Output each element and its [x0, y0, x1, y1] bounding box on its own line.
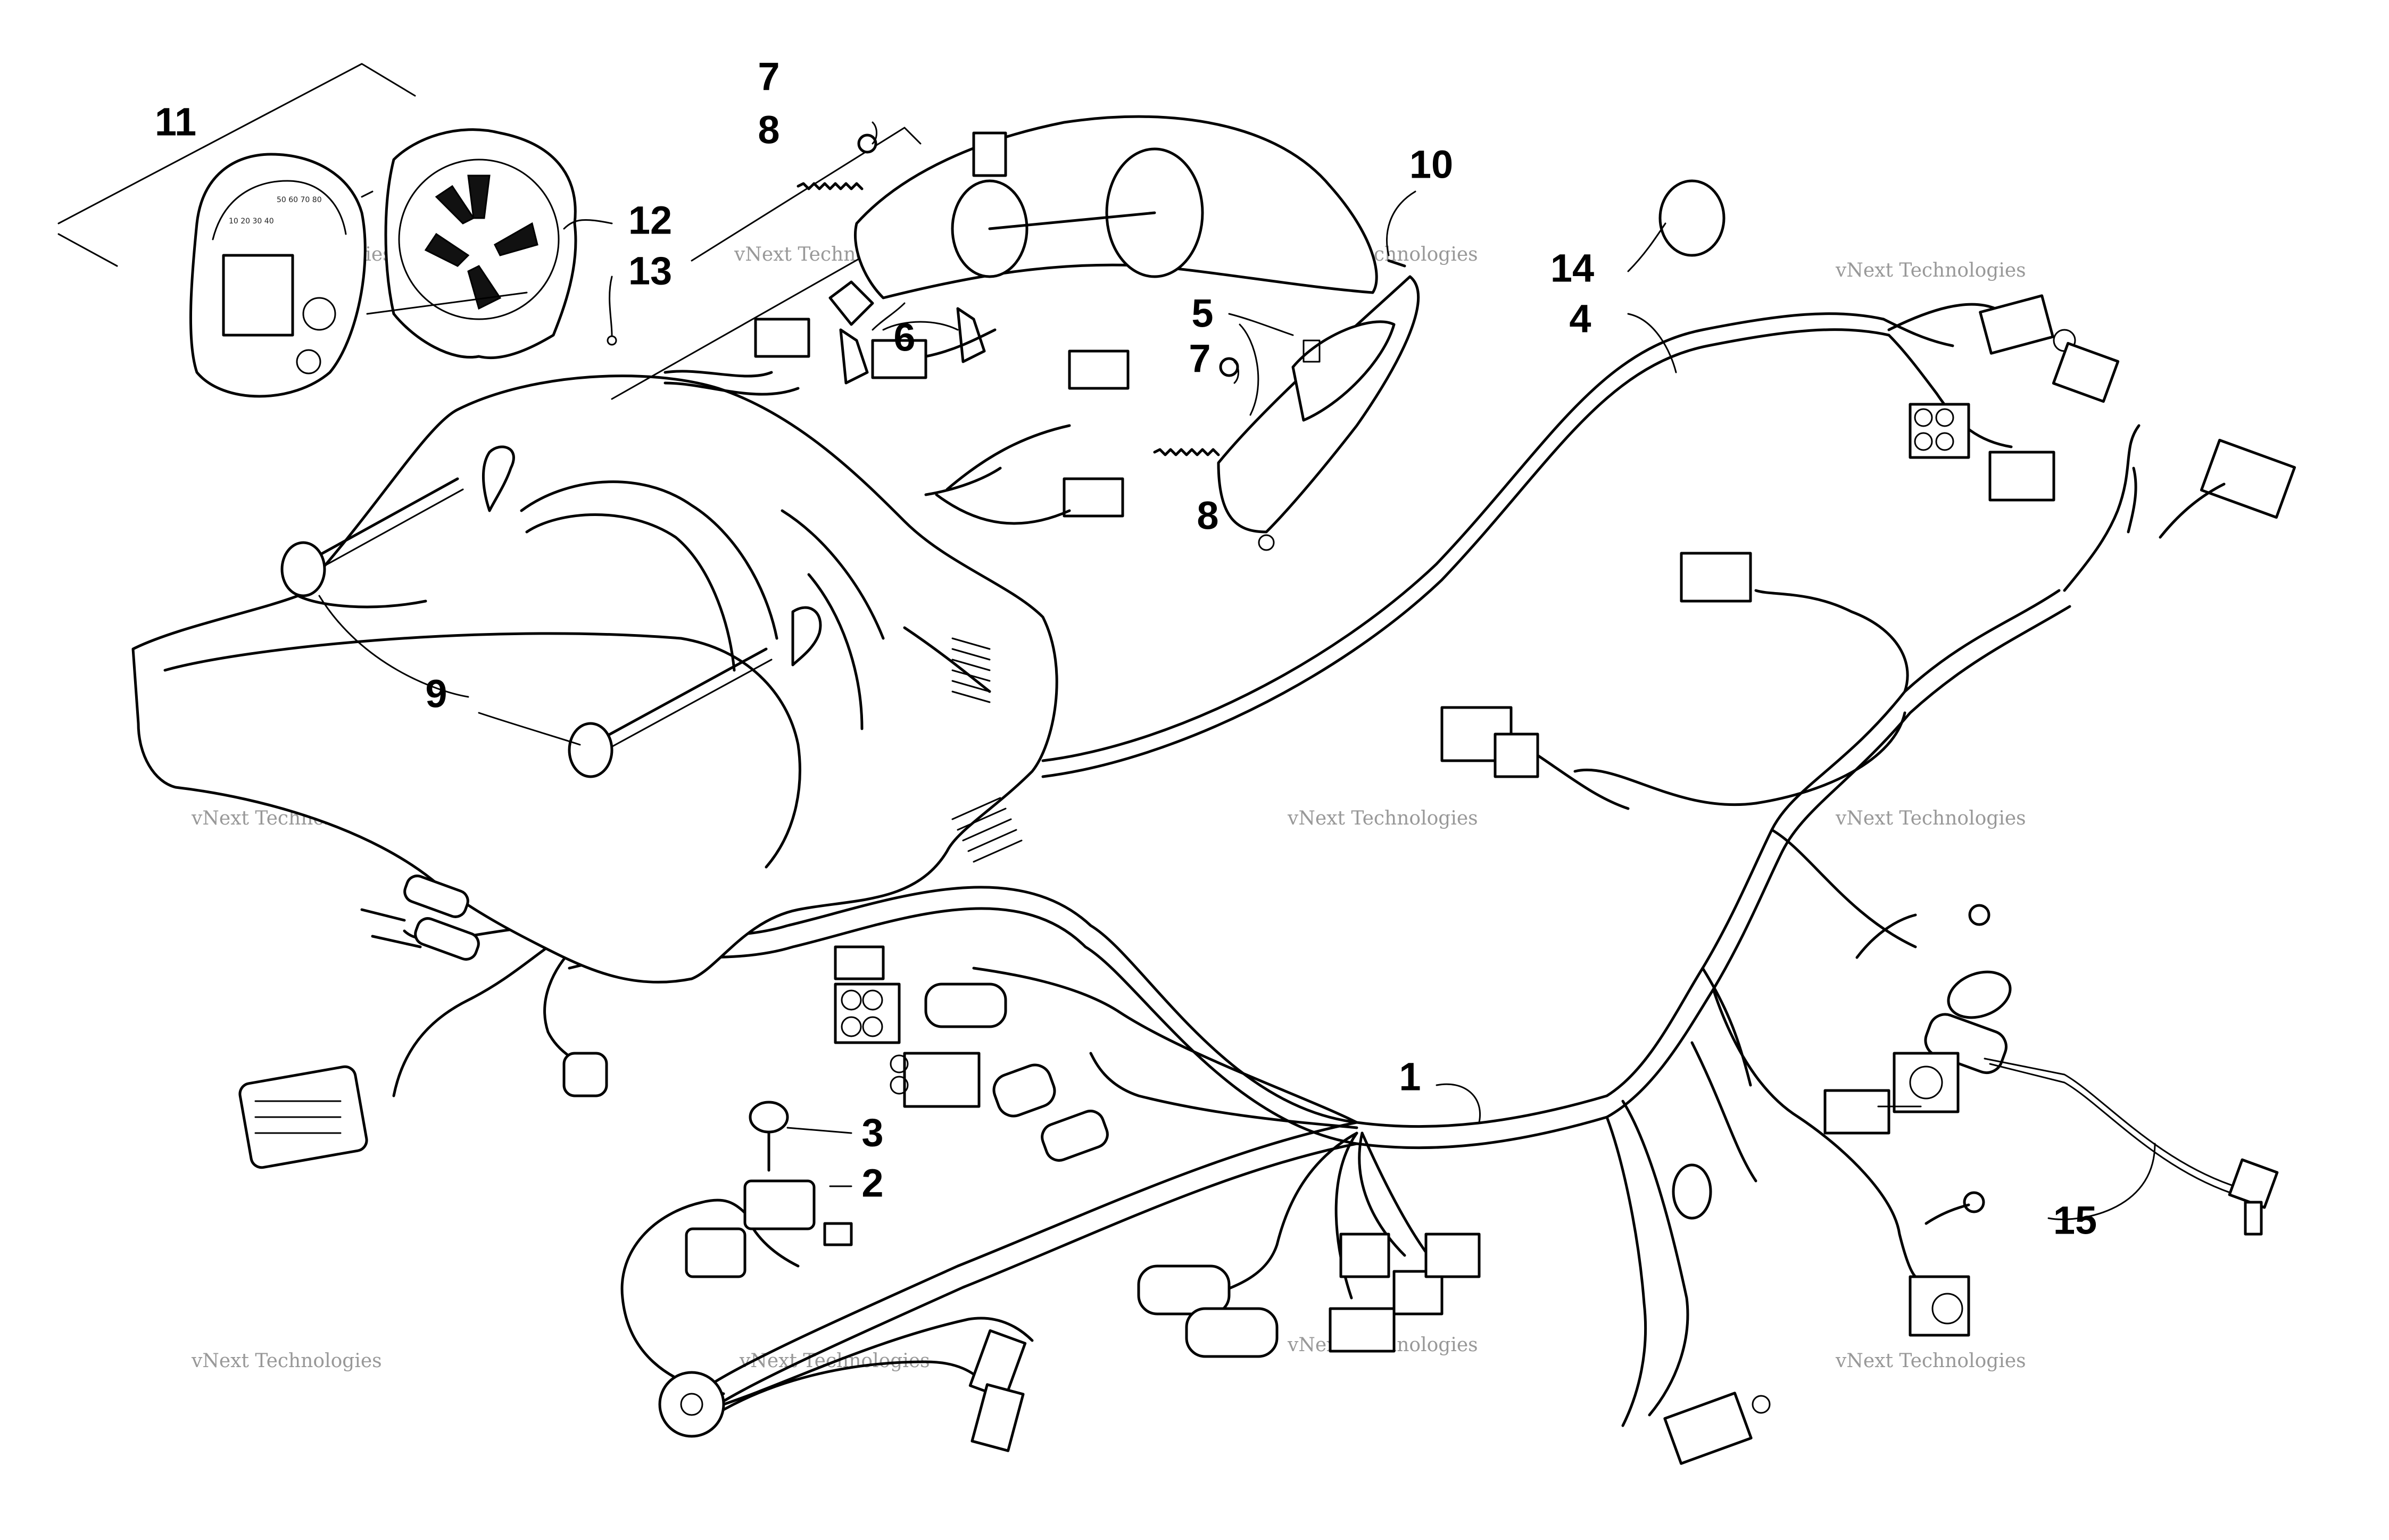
fuse: [823, 1222, 853, 1246]
callout-8-lower: 8: [1197, 494, 1218, 538]
fuse-holder: [743, 1179, 816, 1230]
watermark: vNext Technologies: [1287, 808, 1478, 829]
callout-13: 13: [628, 249, 672, 293]
gauge-assembly: 10 20 30 40 50 60 70 80: [57, 63, 617, 398]
spring-lower: [1153, 448, 1220, 456]
callout-6: 6: [893, 315, 915, 360]
knob-bolt-lower: [568, 647, 773, 778]
screw: [607, 335, 617, 346]
callout-2: 2: [861, 1161, 883, 1205]
watermark: vNext Technologies: [1835, 1350, 2026, 1372]
watermark-text: vNext Technologies: [1835, 260, 2026, 281]
callout-7-lower: 7: [1189, 337, 1210, 381]
callout-5: 5: [1191, 292, 1213, 336]
watermark: vNext Technologies: [191, 1350, 382, 1372]
connectors: [238, 179, 2296, 1465]
spring-upper: [797, 182, 864, 190]
callout-11: 11: [155, 100, 196, 144]
watermark-text: vNext Technologies: [1835, 1350, 2026, 1372]
svg-text:10 20 30 40: 10 20 30 40: [229, 217, 274, 226]
main-harness: [392, 303, 2141, 1427]
cap: [749, 1101, 789, 1134]
svg-text:50 60 70 80: 50 60 70 80: [277, 196, 322, 204]
gauge-housing: [384, 128, 577, 360]
callout-10: 10: [1409, 143, 1453, 187]
callout-3: 3: [861, 1111, 883, 1155]
nut: [857, 134, 877, 154]
callout-4: 4: [1569, 297, 1591, 341]
watermark-text: vNext Technologies: [1835, 808, 2026, 829]
callout-14: 14: [1550, 246, 1594, 290]
callout-8-upper: 8: [758, 108, 779, 152]
watermark-text: vNext Technologies: [1287, 808, 1478, 829]
callout-15: 15: [2053, 1198, 2097, 1243]
callouts: 1 2 3 4 5 6 7 7 8 8 9 10 11 12 13 14 15: [155, 55, 2097, 1243]
dash-panel: [131, 374, 1058, 984]
clamp-ring: [1658, 179, 1726, 257]
callout-1: 1: [1399, 1055, 1421, 1099]
callout-7-upper: 7: [758, 55, 779, 99]
knob-bolt-upper: [280, 477, 464, 597]
callout-9: 9: [425, 672, 447, 716]
watermark-text: vNext Technologies: [191, 1350, 382, 1372]
callout-12: 12: [628, 198, 672, 243]
speedometer: 10 20 30 40 50 60 70 80: [189, 153, 367, 398]
watermark: vNext Technologies: [1835, 260, 2026, 281]
ignition-switch: [658, 1371, 725, 1438]
emblem: [482, 445, 515, 512]
speaker-assembly: [611, 115, 1420, 551]
watermark: vNext Technologies: [1835, 808, 2026, 829]
leader-lines: [318, 121, 2156, 1220]
nut: [1219, 357, 1239, 377]
